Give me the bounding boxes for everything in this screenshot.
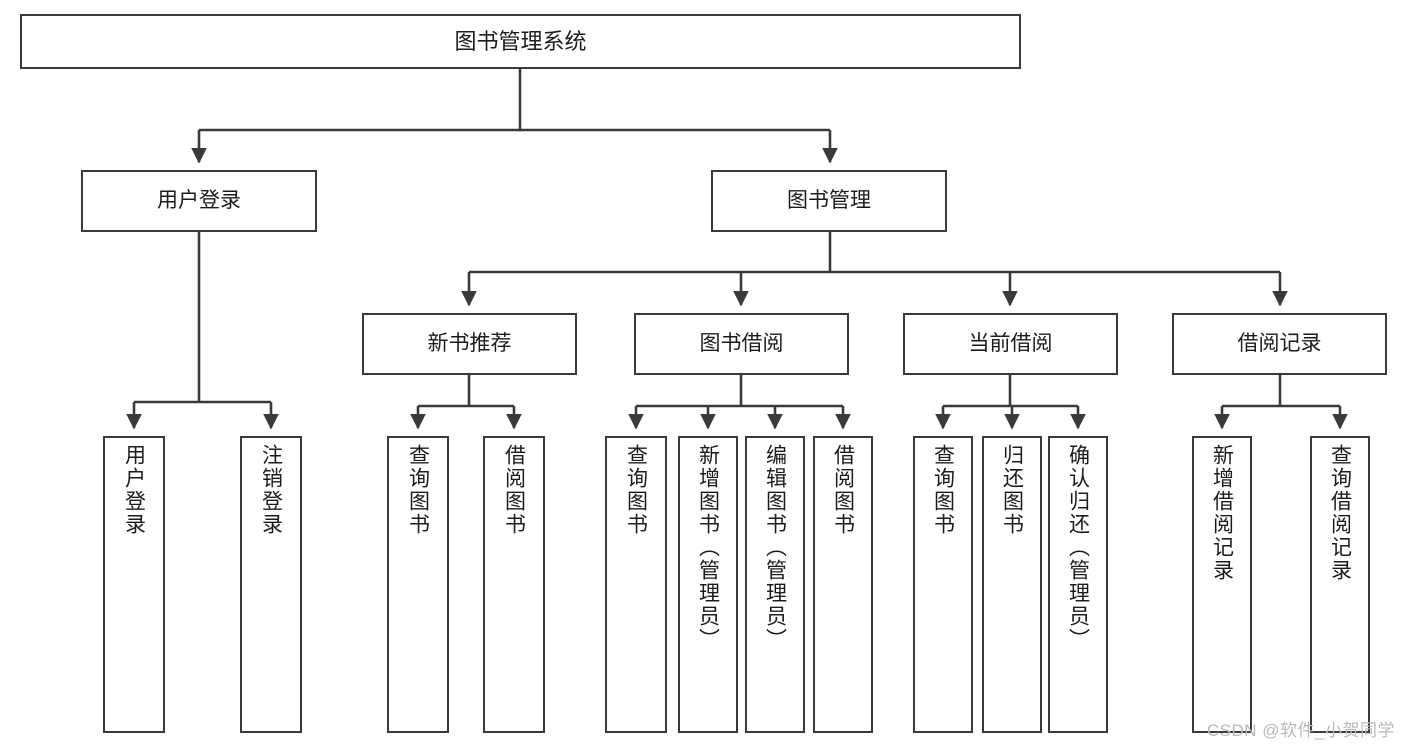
node-current-borrow-label: 当前借阅 [968, 331, 1053, 355]
node-user-login[interactable]: 用户登录 [81, 170, 317, 232]
leaf-newbook-borrow-book[interactable]: 借阅图书 [483, 436, 545, 733]
leaf-add-borrow-record-label: 新增借阅记录 [1210, 444, 1234, 582]
leaf-add-book-admin-label: 新增图书（管理员） [696, 444, 720, 651]
node-book-borrow[interactable]: 图书借阅 [634, 313, 849, 375]
leaf-newbook-query-book[interactable]: 查询图书 [387, 436, 449, 733]
leaf-borrow-book-label: 借阅图书 [831, 444, 855, 536]
node-borrow-record[interactable]: 借阅记录 [1172, 313, 1387, 375]
leaf-query-borrow-record[interactable]: 查询借阅记录 [1310, 436, 1370, 733]
leaf-current-query-book[interactable]: 查询图书 [913, 436, 973, 733]
leaf-newbook-query-book-label: 查询图书 [406, 444, 430, 536]
node-book-management-label: 图书管理 [787, 188, 871, 212]
node-book-borrow-label: 图书借阅 [699, 331, 784, 355]
leaf-add-borrow-record[interactable]: 新增借阅记录 [1192, 436, 1252, 733]
node-new-book-recommend[interactable]: 新书推荐 [362, 313, 577, 375]
node-book-management[interactable]: 图书管理 [711, 170, 947, 232]
leaf-borrow-query-book-label: 查询图书 [624, 444, 648, 536]
node-root[interactable]: 图书管理系统 [20, 14, 1021, 69]
leaf-logout[interactable]: 注销登录 [240, 436, 302, 733]
leaf-borrow-book[interactable]: 借阅图书 [813, 436, 873, 733]
leaf-return-book[interactable]: 归还图书 [982, 436, 1042, 733]
leaf-logout-label: 注销登录 [259, 444, 283, 536]
leaf-borrow-query-book[interactable]: 查询图书 [605, 436, 667, 733]
leaf-user-login-label: 用户登录 [122, 444, 146, 536]
node-new-book-recommend-label: 新书推荐 [427, 331, 512, 355]
node-user-login-label: 用户登录 [157, 188, 241, 212]
node-root-label: 图书管理系统 [454, 28, 587, 54]
node-current-borrow[interactable]: 当前借阅 [903, 313, 1118, 375]
leaf-add-book-admin[interactable]: 新增图书（管理员） [678, 436, 738, 733]
watermark: CSDN @软件_小贺同学 [1206, 721, 1395, 740]
leaf-return-book-label: 归还图书 [1000, 444, 1024, 536]
node-borrow-record-label: 借阅记录 [1237, 331, 1322, 355]
leaf-confirm-return-admin-label: 确认归还（管理员） [1066, 444, 1090, 651]
leaf-newbook-borrow-book-label: 借阅图书 [502, 444, 526, 536]
leaf-current-query-book-label: 查询图书 [931, 444, 955, 536]
leaf-user-login[interactable]: 用户登录 [103, 436, 165, 733]
leaf-edit-book-admin[interactable]: 编辑图书（管理员） [745, 436, 805, 733]
leaf-confirm-return-admin[interactable]: 确认归还（管理员） [1048, 436, 1108, 733]
leaf-edit-book-admin-label: 编辑图书（管理员） [763, 444, 787, 651]
leaf-query-borrow-record-label: 查询借阅记录 [1328, 444, 1352, 582]
